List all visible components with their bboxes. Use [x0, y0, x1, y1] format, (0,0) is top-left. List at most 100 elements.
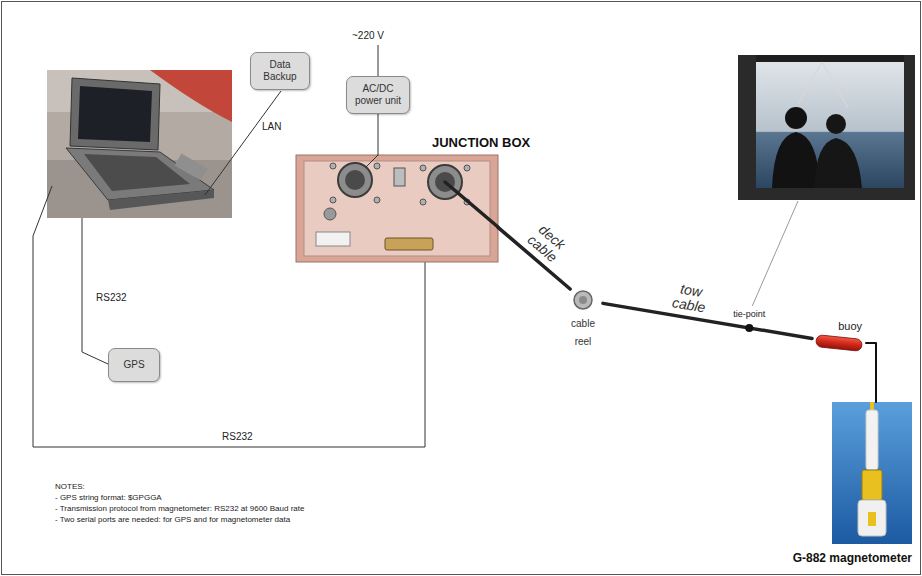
magnetometer-photo: [832, 402, 912, 544]
buoy: buoy: [812, 316, 866, 355]
tie-point-label-holder: tie-point: [733, 309, 765, 320]
buoy-float: [815, 335, 862, 352]
magnetometer-photo: [868, 512, 876, 526]
top-right-photo: [756, 62, 904, 188]
laptop-photo: [47, 70, 232, 218]
laptop-photo: [70, 78, 160, 150]
voltage-label: ~220 V: [352, 30, 384, 41]
link-label-holder: RS232: [96, 292, 127, 304]
note-text: - Transmission protocol from magnetomete…: [55, 504, 304, 513]
connector-group: [378, 114, 876, 402]
link-label: RS232: [222, 431, 253, 442]
magnetometer-photo: [858, 500, 886, 536]
junction-box-photo: [464, 165, 470, 171]
note-text: - GPS string format: $GPGGA: [55, 493, 162, 502]
junction-box-photo: [374, 197, 380, 203]
magnetometer-text-holder: G-882 magnetometer: [793, 548, 912, 566]
voltage-label-holder: ~220 V: [352, 30, 384, 42]
leader-line: [752, 201, 798, 306]
top-right-photo: [738, 55, 756, 200]
cable-reel-icon: [574, 291, 592, 309]
junction-box-photo: [330, 197, 336, 203]
cable-reel-icon: [579, 296, 587, 304]
storage-box-text: Data Backup: [263, 59, 296, 82]
junction-box-photo: [316, 232, 350, 246]
notes-heading: NOTES:: [55, 482, 85, 491]
tie-point-dot: [745, 324, 753, 332]
junction-box-text-holder: JUNCTION BOX: [432, 133, 530, 151]
junction-box-photo: [338, 163, 372, 197]
wire: [205, 91, 281, 195]
buoy-text: buoy: [838, 320, 862, 332]
power-unit-box-text: AC/DC power unit: [355, 83, 401, 106]
gps-box-text-holder: GPS: [113, 359, 155, 371]
tow-cable: [603, 303, 812, 338]
cable-reel-text-holder: cable reel: [563, 313, 603, 349]
laptop-photo: [175, 153, 208, 180]
laptop-photo: [150, 70, 232, 122]
cable-label-holder: deck cable: [525, 221, 570, 266]
junction-box-photo: [420, 165, 426, 171]
junction-box-photo: [394, 168, 405, 186]
cable-label-holder: tow cable: [671, 280, 709, 315]
top-right-photo: [814, 138, 862, 188]
link-label-holder: RS232: [222, 431, 253, 443]
cable-reel: cable reel: [563, 289, 603, 349]
magnetometer-photo: [866, 410, 878, 470]
junction-box-photo: [445, 182, 498, 227]
link-label: LAN: [262, 121, 281, 132]
junction-box-photo: [345, 170, 365, 190]
top-right-photo: [772, 132, 820, 188]
top-right-photo: [826, 114, 846, 134]
top-right-photo: [738, 55, 915, 200]
junction-box-photo: [374, 163, 380, 169]
junction-box-photo: [366, 155, 378, 167]
top-right-photo: [738, 55, 915, 200]
magnetometer-photo: [832, 402, 912, 544]
note-text-holder: - Two serial ports are needed: for GPS a…: [55, 515, 290, 525]
laptop-photo: [84, 154, 190, 191]
notes-heading-holder: NOTES:: [55, 482, 85, 492]
cable-reel-text: cable reel: [571, 318, 595, 347]
storage-box: Data Backup: [250, 52, 310, 90]
top-right-photo: [904, 55, 915, 200]
laptop-photo: [78, 86, 152, 142]
junction-box-photo: [385, 238, 433, 250]
junction-box-photo: [304, 161, 490, 256]
junction-box-text: JUNCTION BOX: [432, 135, 530, 150]
junction-box-photo: [296, 155, 498, 262]
note-text-holder: - GPS string format: $GPGGA: [55, 493, 162, 503]
sensor-cable: [866, 343, 876, 402]
top-right-photo: [822, 62, 848, 108]
junction-box-photo: [296, 155, 498, 262]
wire: [82, 218, 108, 364]
junction-box: JUNCTION BOX: [296, 155, 498, 262]
laptop-photo: [47, 70, 232, 218]
magnetometer-text: G-882 magnetometer: [793, 551, 912, 565]
link-label: RS232: [96, 292, 127, 303]
buoy-text-holder: buoy: [812, 316, 866, 334]
wire: [378, 45, 379, 76]
junction-box-photo: [330, 163, 336, 169]
link-label-holder: LAN: [262, 121, 281, 133]
power-unit-box: AC/DC power unit: [346, 76, 410, 114]
laptop-photo: [108, 190, 214, 210]
magnetometer: G-882 magnetometer: [832, 402, 912, 544]
gps-box: GPS: [108, 348, 160, 382]
cable-label: deck cable: [525, 221, 569, 265]
buoy-float: [815, 335, 862, 352]
magnetometer-photo: [862, 470, 882, 500]
note-text-holder: - Transmission protocol from magnetomete…: [55, 504, 304, 514]
cable-label: tow cable: [671, 280, 707, 315]
cable-reel-icon: [574, 291, 592, 309]
junction-box-photo: [420, 199, 426, 205]
note-text: - Two serial ports are needed: for GPS a…: [55, 515, 290, 524]
top-right-photo: [798, 62, 822, 104]
power-unit-box-text-holder: AC/DC power unit: [351, 83, 405, 107]
junction-box-photo: [324, 208, 336, 220]
